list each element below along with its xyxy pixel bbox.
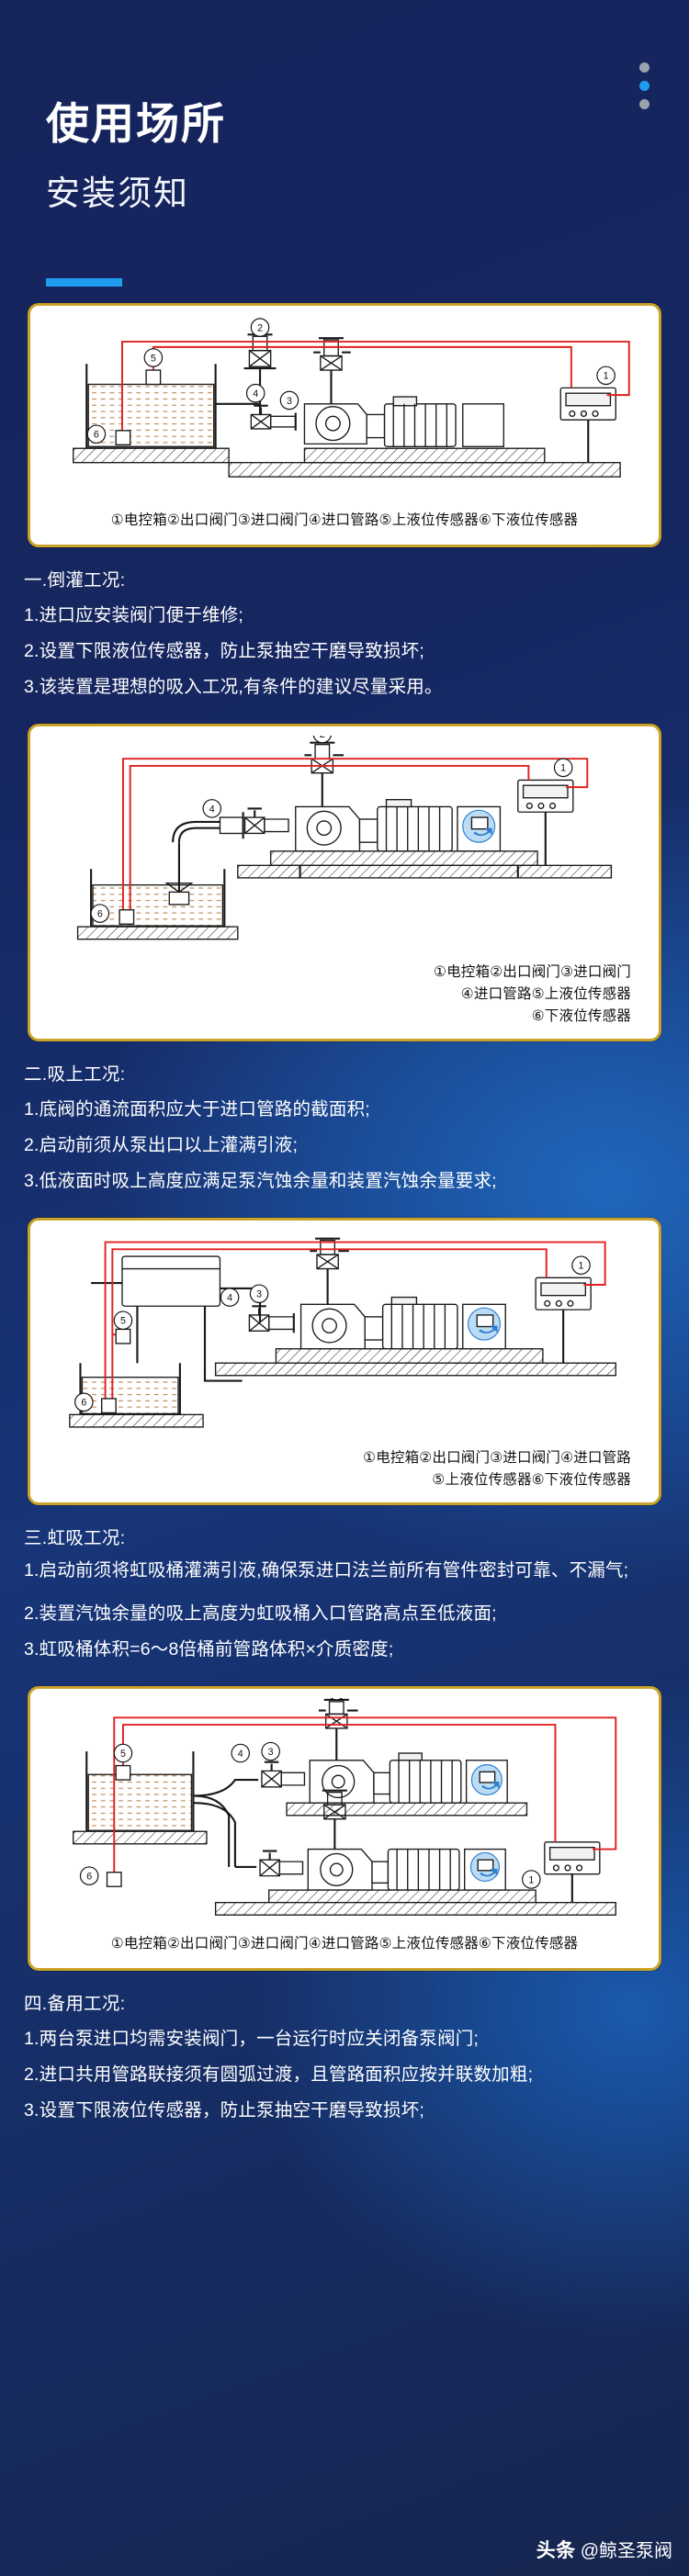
section-2-line-3: 3.低液面时吸上高度应满足泵汽蚀余量和装置汽蚀余量要求; <box>24 1171 497 1192</box>
svg-text:5: 5 <box>151 353 156 364</box>
dot-icon-3[interactable] <box>639 99 649 109</box>
dot-icon-2-active[interactable] <box>639 81 649 91</box>
page-subtitle: 安装须知 <box>46 174 189 212</box>
accent-bar <box>46 278 122 287</box>
diagram-3: 1 3 4 5 6 <box>38 1230 651 1443</box>
section-1-line-1: 1.进口应安装阀门便于维修; <box>24 605 243 626</box>
diagram-1: 1 2 3 4 5 6 <box>38 315 651 506</box>
footer-brand: 头条 <box>536 2540 576 2561</box>
section-1-line-2: 2.设置下限液位传感器，防止泵抽空干磨导致损坏; <box>24 641 424 662</box>
footer-watermark: 头条 @鲸圣泵阀 <box>537 2536 672 2563</box>
diagram-4: 1 2 3 4 5 6 <box>38 1697 651 1929</box>
card-2-caption: ①电控箱②出口阀门③进口阀门 ④进口管路⑤上液位传感器 ⑥下液位传感器 <box>38 958 651 1033</box>
dot-icon-1[interactable] <box>639 62 649 73</box>
svg-text:3: 3 <box>268 1747 274 1758</box>
section-1-title: 一.倒灌工况: <box>24 570 126 591</box>
svg-text:2: 2 <box>320 736 325 740</box>
section-4-title: 四.备用工况: <box>24 1993 126 2014</box>
card-3-caption-line-1: ①电控箱②出口阀门③进口阀门④进口管路 <box>363 1449 631 1466</box>
page-header: 使用场所 安装须知 <box>0 0 689 303</box>
diagram-card-3: 1 3 4 5 6 ①电控箱②出口阀门③进口阀门④进口管路 ⑤上液位传感器⑥下液… <box>28 1218 661 1505</box>
section-4-line-2: 2.进口共用管路联接须有圆弧过渡，且管路面积应按并联数加粗; <box>24 2064 534 2085</box>
card-2-caption-line-3: ⑥下液位传感器 <box>531 1008 631 1025</box>
section-3-title: 三.虹吸工况: <box>24 1527 126 1548</box>
svg-text:4: 4 <box>227 1293 232 1304</box>
svg-text:4: 4 <box>253 388 258 399</box>
pagination-dots <box>639 62 649 109</box>
svg-text:6: 6 <box>86 1871 92 1882</box>
card-2-caption-line-1: ①电控箱②出口阀门③进口阀门 <box>434 964 631 981</box>
diagram-card-1: 1 2 3 4 5 6 ①电控箱②出口阀门③进口阀门④进口管路⑤上液位传感器⑥下… <box>28 303 661 548</box>
section-4-line-3: 3.设置下限液位传感器，防止泵抽空干磨导致损坏; <box>24 2099 424 2120</box>
section-2-line-1: 1.底阀的通流面积应大于进口管路的截面积; <box>24 1099 370 1120</box>
diagram-card-2: 1 2 4 6 ①电控箱②出口阀门③进口阀门 ④进口管路⑤上液位传感器 ⑥下液位… <box>28 724 661 1042</box>
svg-text:5: 5 <box>120 1749 126 1760</box>
section-3-line-1: 1.启动前须将虹吸桶灌满引液,确保泵进口法兰前所有管件密封可靠、不漏气; <box>24 1559 629 1580</box>
svg-text:4: 4 <box>238 1749 243 1760</box>
svg-text:3: 3 <box>287 396 292 407</box>
section-3-line-3: 3.虹吸桶体积=6～8倍桶前管路体积×介质密度; <box>24 1638 394 1659</box>
svg-text:6: 6 <box>81 1398 86 1409</box>
card-1-caption: ①电控箱②出口阀门③进口阀门④进口管路⑤上液位传感器⑥下液位传感器 <box>110 512 579 529</box>
svg-text:3: 3 <box>256 1289 262 1300</box>
svg-text:5: 5 <box>120 1316 126 1327</box>
section-2: 二.吸上工况: 1.底阀的通流面积应大于进口管路的截面积; 2.启动前须从泵出口… <box>0 1041 689 1205</box>
section-1-line-3: 3.该装置是理想的吸入工况,有条件的建议尽量采用。 <box>24 677 443 698</box>
section-4: 四.备用工况: 1.两台泵进口均需安装阀门，一台运行时应关闭备泵阀门; 2.进口… <box>0 1971 689 2134</box>
svg-text:6: 6 <box>94 430 99 441</box>
card-3-caption-line-2: ⑤上液位传感器⑥下液位传感器 <box>432 1471 631 1488</box>
diagram-card-4: 1 2 3 4 5 6 ①电控箱②出口阀门③进口阀门④进口管路⑤上液位传感器⑥下… <box>28 1685 661 1971</box>
card-4-caption: ①电控箱②出口阀门③进口阀门④进口管路⑤上液位传感器⑥下液位传感器 <box>110 1935 579 1952</box>
section-3-line-2: 2.装置汽蚀余量的吸上高度为虹吸桶入口管路高点至低液面; <box>24 1603 497 1624</box>
section-2-title: 二.吸上工况: <box>24 1064 126 1086</box>
section-3: 三.虹吸工况: 1.启动前须将虹吸桶灌满引液,确保泵进口法兰前所有管件密封可靠、… <box>0 1505 689 1673</box>
svg-text:1: 1 <box>604 371 609 382</box>
svg-text:1: 1 <box>528 1874 534 1885</box>
diagram-2: 1 2 4 6 <box>38 736 651 958</box>
section-2-line-2: 2.启动前须从泵出口以上灌满引液; <box>24 1135 299 1156</box>
svg-text:1: 1 <box>579 1261 584 1272</box>
section-4-line-1: 1.两台泵进口均需安装阀门，一台运行时应关闭备泵阀门; <box>24 2028 480 2049</box>
page-title: 使用场所 <box>46 99 226 148</box>
svg-text:4: 4 <box>209 804 215 815</box>
card-2-caption-line-2: ④进口管路⑤上液位传感器 <box>460 986 631 1003</box>
section-1: 一.倒灌工况: 1.进口应安装阀门便于维修; 2.设置下限液位传感器，防止泵抽空… <box>0 547 689 711</box>
svg-text:1: 1 <box>560 763 566 774</box>
card-3-caption: ①电控箱②出口阀门③进口阀门④进口管路 ⑤上液位传感器⑥下液位传感器 <box>38 1444 651 1497</box>
svg-text:2: 2 <box>257 322 263 333</box>
svg-text:6: 6 <box>97 909 103 920</box>
footer-handle: @鲸圣泵阀 <box>580 2541 672 2561</box>
